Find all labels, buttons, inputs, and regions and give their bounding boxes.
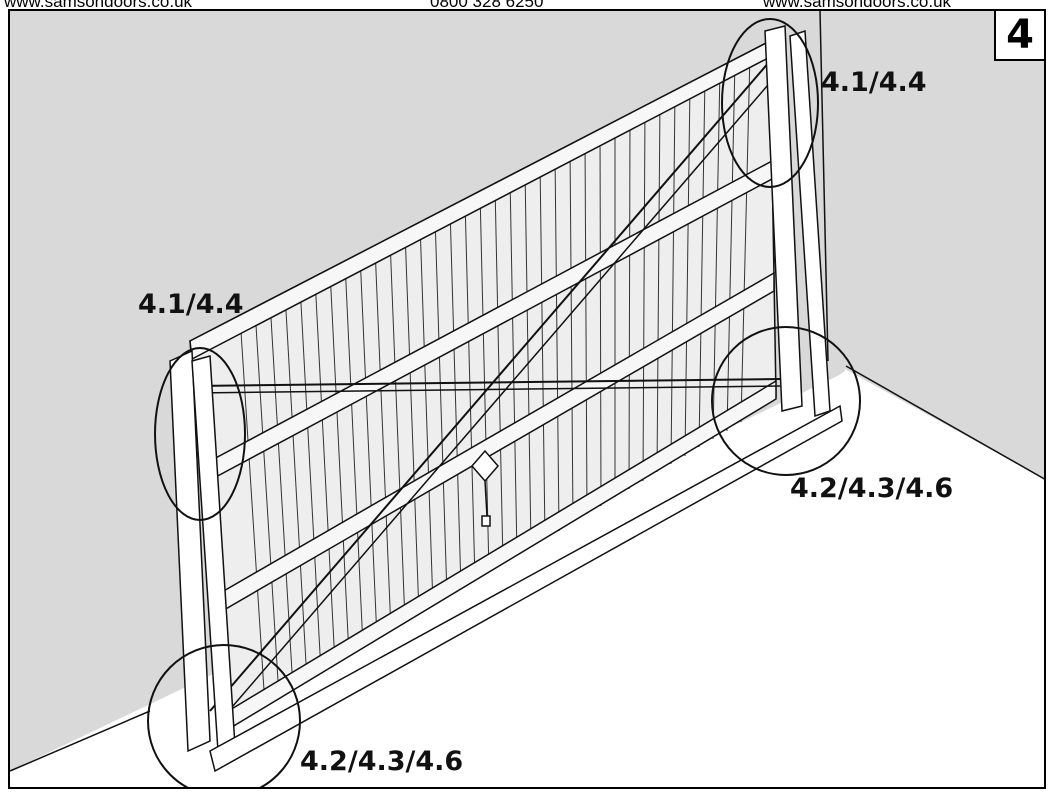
callout-circle-mid-right [711, 326, 861, 476]
page-header: www.samsondoors.co.uk 0800 328 6250 www.… [0, 0, 1054, 11]
wall-corner [819, 11, 829, 362]
callout-label-top-right: 4.1/4.4 [821, 67, 927, 98]
floor-edge-left [10, 710, 151, 772]
callout-circle-mid-left [154, 347, 246, 521]
header-website-left: www.samsondoors.co.uk [4, 0, 193, 11]
door-panel [189, 39, 781, 735]
floor-edge-right [845, 365, 1044, 480]
door-frame [169, 25, 843, 773]
illustration-frame: 4 4.1/4.4 4.1/4.4 4.2/4.3/4.6 4.2/4.3/4.… [8, 9, 1046, 789]
callout-label-bottom-left: 4.2/4.3/4.6 [300, 746, 464, 777]
callout-circle-bottom-left [147, 644, 301, 787]
garage-door-illustration [10, 11, 1044, 787]
callout-label-mid-right: 4.2/4.3/4.6 [790, 473, 954, 504]
step-number: 4 [994, 11, 1044, 61]
header-phone: 0800 328 6250 [430, 0, 544, 11]
callout-label-mid-left: 4.1/4.4 [138, 289, 244, 320]
callout-circle-top-right [721, 18, 819, 188]
header-website-right: www.samsondoors.co.uk [763, 0, 952, 11]
door-handle [471, 449, 499, 527]
side-wall [10, 11, 1044, 479]
